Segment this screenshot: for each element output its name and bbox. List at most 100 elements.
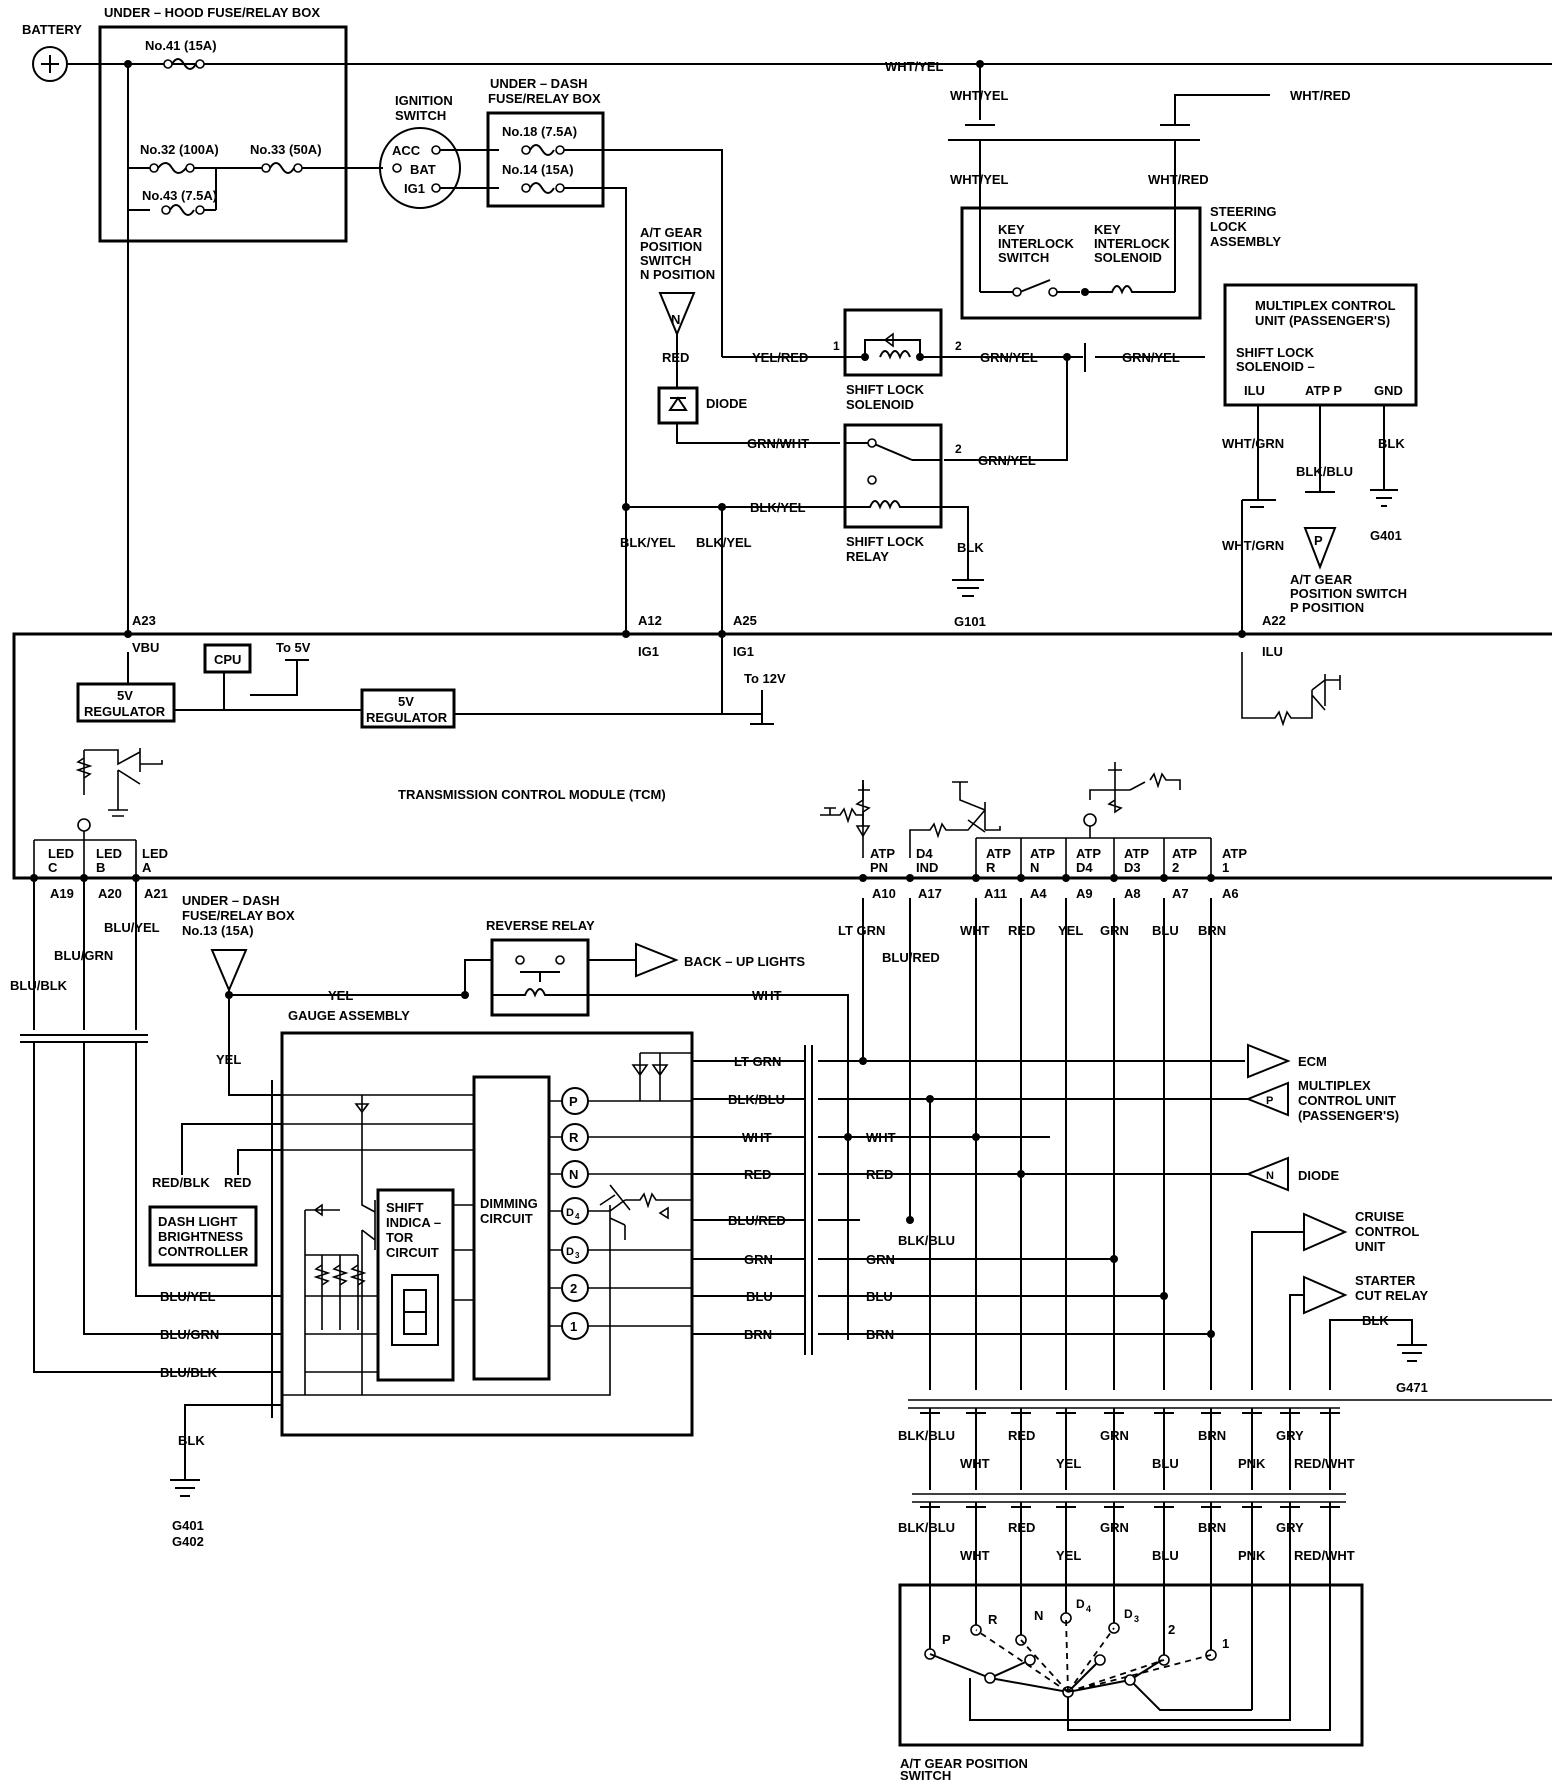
- svg-text:D4: D4: [916, 846, 933, 861]
- svg-text:BRN: BRN: [866, 1327, 894, 1342]
- svg-text:GRN/YEL: GRN/YEL: [1122, 350, 1180, 365]
- svg-text:PNK: PNK: [1238, 1456, 1266, 1471]
- svg-text:BLU/GRN: BLU/GRN: [54, 948, 113, 963]
- svg-text:RED: RED: [1008, 923, 1035, 938]
- svg-text:WHT: WHT: [960, 923, 990, 938]
- battery-label: BATTERY: [22, 22, 82, 37]
- svg-text:UNDER – DASH: UNDER – DASH: [490, 76, 588, 91]
- svg-text:CONTROL: CONTROL: [1355, 1224, 1419, 1239]
- svg-text:N: N: [1266, 1170, 1274, 1182]
- svg-text:GND: GND: [1374, 383, 1403, 398]
- svg-text:P POSITION: P POSITION: [1290, 600, 1364, 615]
- svg-text:FUSE/RELAY BOX: FUSE/RELAY BOX: [182, 908, 295, 923]
- svg-text:IG1: IG1: [404, 181, 425, 196]
- svg-text:INTERLOCK: INTERLOCK: [1094, 236, 1170, 251]
- svg-text:RED/WHT: RED/WHT: [1294, 1548, 1355, 1563]
- svg-text:BLK/BLU: BLK/BLU: [898, 1233, 955, 1248]
- ignition-switch: IGNITION SWITCH ACC BAT IG1: [379, 93, 499, 209]
- multiplex-control-unit: MULTIPLEX CONTROL UNIT (PASSENGER'S) SHI…: [1222, 283, 1418, 634]
- svg-text:2: 2: [570, 1281, 577, 1296]
- svg-text:SHIFT LOCK: SHIFT LOCK: [1236, 345, 1315, 360]
- svg-text:N: N: [569, 1167, 578, 1182]
- svg-text:BLU: BLU: [1152, 1456, 1179, 1471]
- svg-text:VBU: VBU: [132, 640, 159, 655]
- svg-text:SWITCH: SWITCH: [640, 253, 691, 268]
- svg-text:BRN: BRN: [744, 1327, 772, 1342]
- svg-text:CUT RELAY: CUT RELAY: [1355, 1288, 1429, 1303]
- svg-text:DIODE: DIODE: [1298, 1168, 1340, 1183]
- svg-text:N: N: [1030, 860, 1039, 875]
- svg-text:1: 1: [833, 339, 840, 353]
- svg-text:IG1: IG1: [733, 644, 754, 659]
- svg-text:DIODE: DIODE: [706, 396, 748, 411]
- svg-text:YEL: YEL: [328, 988, 353, 1003]
- svg-text:BLU: BLU: [746, 1289, 773, 1304]
- svg-text:ATP: ATP: [1222, 846, 1247, 861]
- svg-text:SOLENOID –: SOLENOID –: [1236, 359, 1315, 374]
- svg-text:CIRCUIT: CIRCUIT: [386, 1245, 439, 1260]
- svg-text:ASSEMBLY: ASSEMBLY: [1210, 234, 1281, 249]
- svg-text:To 5V: To 5V: [276, 640, 311, 655]
- svg-text:UNDER – DASH: UNDER – DASH: [182, 893, 280, 908]
- svg-text:SHIFT LOCK: SHIFT LOCK: [846, 534, 925, 549]
- svg-text:CPU: CPU: [214, 652, 241, 667]
- svg-text:RED: RED: [1008, 1428, 1035, 1443]
- svg-text:A25: A25: [733, 613, 757, 628]
- svg-text:WHT/YEL: WHT/YEL: [885, 59, 944, 74]
- svg-text:IGNITION: IGNITION: [395, 93, 453, 108]
- svg-text:CRUISE: CRUISE: [1355, 1209, 1404, 1224]
- svg-text:GRY: GRY: [1276, 1428, 1304, 1443]
- svg-text:UNIT (PASSENGER'S): UNIT (PASSENGER'S): [1255, 313, 1390, 328]
- svg-text:A/T GEAR: A/T GEAR: [1290, 572, 1353, 587]
- svg-text:LED: LED: [96, 846, 122, 861]
- gauge-output-wiring: LT GRN BLK/BLU WHT RED BLU/RED GRN BLU B…: [692, 1045, 1248, 1355]
- svg-text:BLU/RED: BLU/RED: [728, 1213, 786, 1228]
- svg-text:SOLENOID: SOLENOID: [1094, 250, 1162, 265]
- svg-text:2: 2: [1168, 1622, 1175, 1637]
- svg-text:No.14 (15A): No.14 (15A): [502, 162, 574, 177]
- svg-text:ATP: ATP: [1124, 846, 1149, 861]
- svg-text:RED: RED: [224, 1175, 251, 1190]
- svg-text:INTERLOCK: INTERLOCK: [998, 236, 1074, 251]
- svg-text:REGULATOR: REGULATOR: [366, 710, 448, 725]
- svg-text:D4: D4: [1076, 860, 1093, 875]
- svg-text:P: P: [1266, 1095, 1273, 1107]
- svg-text:LED: LED: [48, 846, 74, 861]
- battery-section: BATTERY: [22, 22, 1552, 82]
- svg-text:R: R: [986, 860, 996, 875]
- svg-text:ACC: ACC: [392, 143, 421, 158]
- svg-text:5V: 5V: [117, 688, 133, 703]
- svg-text:A21: A21: [144, 886, 168, 901]
- svg-text:CIRCUIT: CIRCUIT: [480, 1211, 533, 1226]
- svg-text:5V: 5V: [398, 694, 414, 709]
- svg-text:P: P: [569, 1094, 578, 1109]
- svg-text:SWITCH: SWITCH: [998, 250, 1049, 265]
- svg-text:SOLENOID: SOLENOID: [846, 397, 914, 412]
- svg-text:REVERSE RELAY: REVERSE RELAY: [486, 918, 595, 933]
- svg-text:BLU/GRN: BLU/GRN: [160, 1327, 219, 1342]
- svg-text:WHT: WHT: [960, 1456, 990, 1471]
- svg-text:BLK: BLK: [957, 540, 984, 555]
- svg-text:BRN: BRN: [1198, 1520, 1226, 1535]
- svg-text:YEL: YEL: [1056, 1548, 1081, 1563]
- svg-text:A19: A19: [50, 886, 74, 901]
- svg-text:4: 4: [575, 1212, 580, 1221]
- svg-text:RED: RED: [744, 1167, 771, 1182]
- svg-text:BLK/YEL: BLK/YEL: [620, 535, 676, 550]
- reverse-relay-box: [490, 938, 590, 1017]
- svg-text:BLU/YEL: BLU/YEL: [160, 1289, 216, 1304]
- svg-text:R: R: [988, 1612, 998, 1627]
- svg-text:LED: LED: [142, 846, 168, 861]
- svg-text:GRN: GRN: [1100, 1520, 1129, 1535]
- svg-text:ATP: ATP: [1172, 846, 1197, 861]
- svg-text:A23: A23: [132, 613, 156, 628]
- svg-text:BACK – UP LIGHTS: BACK – UP LIGHTS: [684, 954, 805, 969]
- svg-text:R: R: [569, 1130, 579, 1145]
- connector-c1: BLK/BLU WHT RED YEL GRN BLU BRN PNK GRY …: [898, 1399, 1552, 1600]
- svg-text:D3: D3: [1124, 860, 1141, 875]
- svg-text:MULTIPLEX CONTROL: MULTIPLEX CONTROL: [1255, 298, 1396, 313]
- svg-text:BLK/YEL: BLK/YEL: [750, 500, 806, 515]
- svg-text:CONTROL UNIT: CONTROL UNIT: [1298, 1093, 1396, 1108]
- svg-text:CONTROLLER: CONTROLLER: [158, 1244, 249, 1259]
